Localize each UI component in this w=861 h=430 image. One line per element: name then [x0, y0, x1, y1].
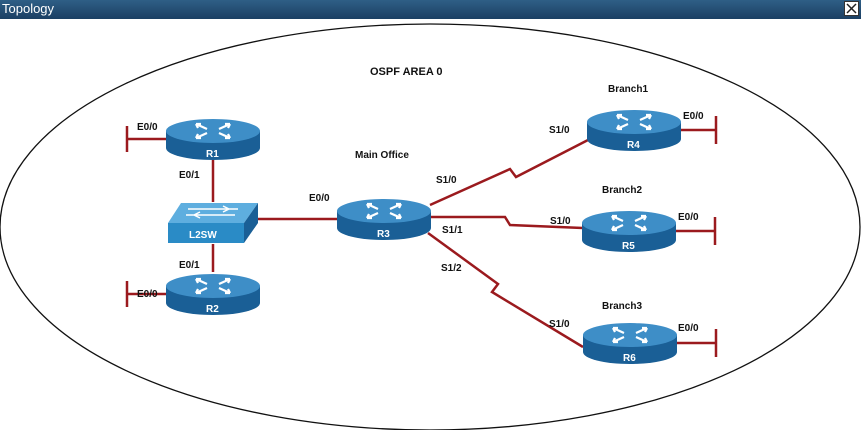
- ospf-area-boundary: [0, 23, 861, 430]
- router-r4-label: R4: [627, 140, 640, 151]
- link-r3-r5: [430, 215, 584, 230]
- link-r3-r6: [427, 231, 584, 349]
- network-links: [125, 116, 718, 357]
- iface-r3-e00: E0/0: [309, 193, 330, 204]
- router-r1-icon[interactable]: [166, 119, 260, 160]
- link-r3-r4: [429, 138, 589, 207]
- iface-r4-s10: S1/0: [549, 125, 570, 136]
- close-icon[interactable]: [844, 1, 859, 16]
- router-r2-icon[interactable]: [166, 274, 260, 315]
- area-label: OSPF AREA 0: [370, 66, 443, 78]
- iface-r3-s11: S1/1: [442, 225, 463, 236]
- close-x-glyph: [846, 3, 857, 14]
- router-r3-icon[interactable]: [337, 199, 431, 240]
- router-r3-label: R3: [377, 229, 390, 240]
- switch-label: L2SW: [189, 230, 217, 241]
- iface-r2-e00: E0/0: [137, 289, 158, 300]
- router-r6-label: R6: [623, 353, 636, 364]
- topology-diagram: OSPF AREA 0 R1 R2 R3 R4 R5 R6 L2SW Main …: [0, 23, 861, 430]
- iface-r3-s10: S1/0: [436, 175, 457, 186]
- iface-r1-e01: E0/1: [179, 170, 200, 181]
- site-label-branch1: Branch1: [608, 84, 648, 95]
- iface-r5-e00: E0/0: [678, 212, 699, 223]
- window-title: Topology: [2, 1, 55, 16]
- router-r2-label: R2: [206, 304, 219, 315]
- router-r6-icon[interactable]: [583, 323, 677, 364]
- site-label-branch2: Branch2: [602, 185, 642, 196]
- site-label-branch3: Branch3: [602, 301, 642, 312]
- iface-r6-e00: E0/0: [678, 323, 699, 334]
- site-label-main-office: Main Office: [355, 150, 409, 161]
- iface-r1-e00: E0/0: [137, 122, 158, 133]
- router-r1-label: R1: [206, 149, 219, 160]
- router-r5-label: R5: [622, 241, 635, 252]
- iface-r3-s12: S1/2: [441, 263, 462, 274]
- diagram-canvas: OSPF AREA 0 R1 R2 R3 R4 R5 R6 L2SW Main …: [0, 19, 861, 430]
- iface-r6-s10: S1/0: [549, 319, 570, 330]
- router-r5-icon[interactable]: [582, 211, 676, 252]
- iface-r4-e00: E0/0: [683, 111, 704, 122]
- switch-l2sw-icon[interactable]: [168, 203, 258, 243]
- title-bar: Topology: [0, 0, 861, 19]
- router-r4-icon[interactable]: [587, 110, 681, 151]
- iface-r5-s10: S1/0: [550, 216, 571, 227]
- iface-r2-e01: E0/1: [179, 260, 200, 271]
